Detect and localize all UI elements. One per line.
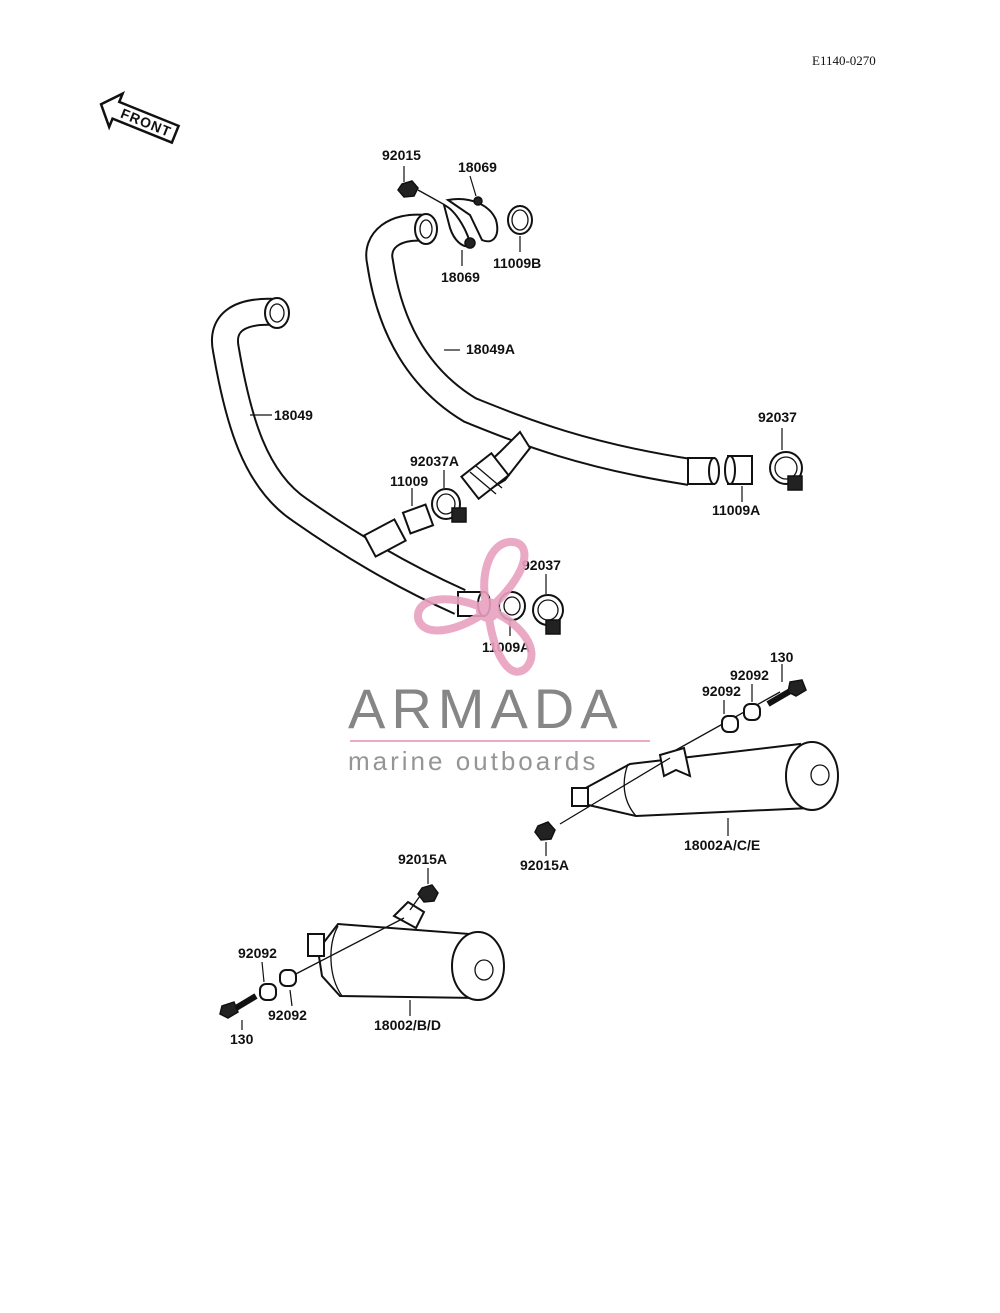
clamp-92037-mid (532, 594, 564, 635)
muffler-18002ACE (559, 691, 839, 825)
label-130-left: 130 (230, 1031, 254, 1047)
label-18049A: 18049A (466, 341, 515, 357)
label-18002BD: 18002/B/D (374, 1017, 441, 1033)
muffler-18002BD (287, 895, 505, 1001)
label-18069-top: 18069 (458, 159, 497, 175)
flange-18069 (442, 196, 499, 249)
label-11009A-mid: 11009A (482, 639, 530, 655)
hardware-right (534, 679, 807, 841)
label-18069-bottom: 18069 (441, 269, 480, 285)
nut-92015 (397, 180, 446, 206)
label-92037-right: 92037 (758, 409, 797, 425)
label-92015A-left: 92015A (398, 851, 447, 867)
watermark-brand: ARMADA (348, 677, 624, 740)
label-11009A-right: 11009A (712, 502, 760, 518)
propeller-logo-icon (414, 538, 536, 676)
hardware-left (219, 884, 439, 1019)
clamp-92037A (431, 488, 467, 523)
label-92092-right-a: 92092 (730, 667, 769, 683)
front-arrow-label: FRONT (118, 105, 173, 140)
leader-lines (241, 166, 783, 1030)
clamp-92037-right (769, 451, 803, 491)
gasket-11009B (507, 205, 533, 235)
label-11009: 11009 (390, 473, 428, 489)
diagram-code: E1140-0270 (812, 53, 876, 68)
label-18049: 18049 (274, 407, 313, 423)
label-11009B: 11009B (493, 255, 541, 271)
watermark-tagline: marine outboards (348, 746, 598, 776)
exhaust-pipe-18049A (365, 213, 720, 486)
gasket-11009 (401, 503, 435, 535)
front-arrow-icon: FRONT (99, 90, 181, 145)
label-18002ACE: 18002A/C/E (684, 837, 760, 853)
label-130-right: 130 (770, 649, 794, 665)
label-92092-left-b: 92092 (268, 1007, 307, 1023)
watermark: ARMADA marine outboards (348, 538, 650, 776)
gasket-11009A-right (724, 455, 753, 485)
label-92015: 92015 (382, 147, 421, 163)
pipe-connector (460, 430, 532, 501)
label-92015A-right: 92015A (520, 857, 569, 873)
part-labels: 92015 18069 18069 11009B 18049A 18049 92… (230, 147, 797, 1047)
label-92092-right-b: 92092 (702, 683, 741, 699)
label-92037-mid: 92037 (522, 557, 561, 573)
label-92037A: 92037A (410, 453, 459, 469)
label-92092-left-a: 92092 (238, 945, 277, 961)
